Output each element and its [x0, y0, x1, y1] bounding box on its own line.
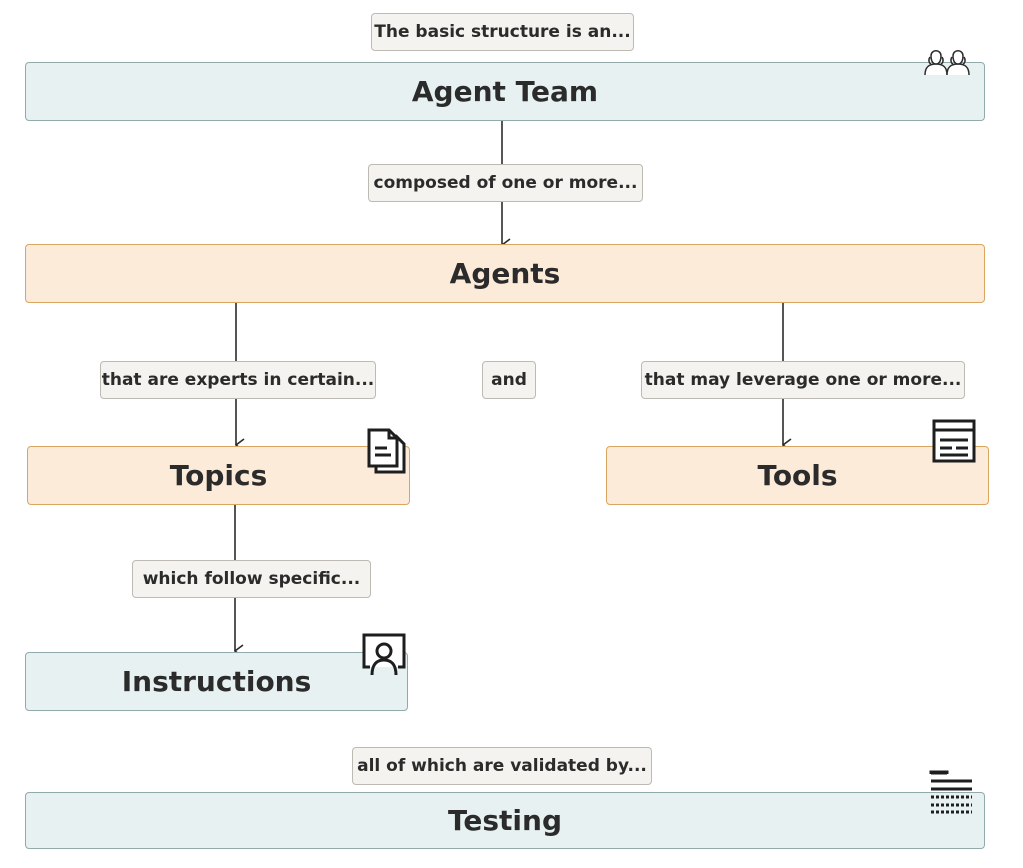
- stacked-bars-icon: [929, 770, 972, 814]
- node-tools: Tools: [606, 446, 989, 505]
- node-topics-label: Topics: [169, 459, 268, 492]
- node-agent-team: Agent Team: [25, 62, 985, 121]
- node-agent-team-label: Agent Team: [411, 75, 599, 108]
- label-leverage: that may leverage one or more...: [641, 361, 965, 399]
- person-frame-icon: [362, 633, 406, 676]
- label-composed: composed of one or more...: [368, 164, 643, 202]
- node-testing: Testing: [25, 792, 985, 849]
- people-icon: [924, 50, 970, 76]
- node-topics: Topics: [27, 446, 410, 505]
- node-agents-label: Agents: [449, 257, 561, 290]
- label-and: and: [482, 361, 536, 399]
- label-intro: The basic structure is an...: [371, 13, 634, 51]
- node-instructions: Instructions: [25, 652, 408, 711]
- toolbox-icon: [932, 419, 976, 463]
- documents-icon: [367, 428, 406, 474]
- label-validated: all of which are validated by...: [352, 747, 652, 785]
- node-tools-label: Tools: [757, 459, 838, 492]
- node-instructions-label: Instructions: [121, 665, 312, 698]
- label-experts: that are experts in certain...: [100, 361, 376, 399]
- label-follow: which follow specific...: [132, 560, 371, 598]
- node-testing-label: Testing: [448, 804, 562, 837]
- node-agents: Agents: [25, 244, 985, 303]
